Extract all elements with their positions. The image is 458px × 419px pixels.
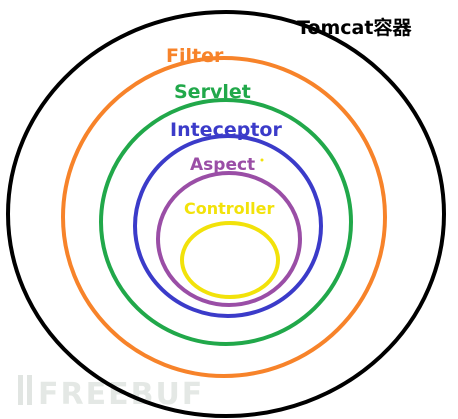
controller-ring — [180, 221, 280, 299]
inteceptor-ring — [133, 134, 323, 318]
watermark-bar-icon — [27, 375, 32, 405]
controller-label: Controller — [184, 199, 274, 218]
servlet-ring — [99, 98, 353, 346]
freebuf-watermark: FREEBUF — [18, 375, 204, 412]
stray-dot-icon — [260, 158, 264, 162]
inteceptor-label: Inteceptor — [170, 119, 282, 141]
filter-ring — [61, 56, 387, 378]
watermark-text: FREEBUF — [38, 377, 204, 412]
watermark-bar-icon — [18, 375, 23, 405]
tomcat-container-label: Tomcat容器 — [297, 16, 412, 39]
aspect-ring — [156, 171, 302, 307]
filter-label: Filter — [166, 45, 224, 67]
aspect-label: Aspect — [190, 155, 255, 175]
servlet-label: Servlet — [174, 81, 251, 103]
tomcat-container-ring — [6, 10, 446, 418]
